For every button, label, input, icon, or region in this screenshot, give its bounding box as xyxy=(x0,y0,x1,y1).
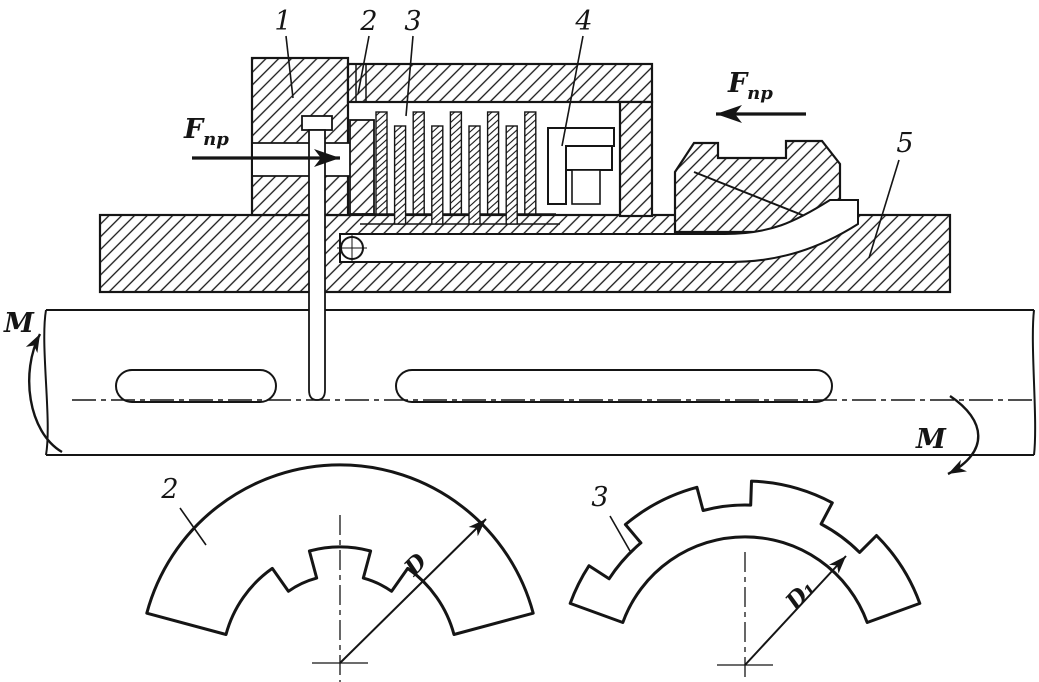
callout-2: 2 xyxy=(357,6,378,95)
shaft-left-break xyxy=(43,309,49,456)
callout-3-label: 3 xyxy=(404,6,421,37)
cover-wall xyxy=(618,100,654,218)
pin-detail-crosshair xyxy=(337,233,367,263)
force-right-label: Fпр xyxy=(727,68,773,104)
hub-body xyxy=(250,56,350,217)
pressure-assembly xyxy=(547,127,615,205)
callout-1: 1 xyxy=(274,6,294,99)
callout-1-label: 1 xyxy=(274,6,291,37)
cone-disc-body xyxy=(673,139,842,234)
callout-5: 5 xyxy=(868,128,914,259)
force-left-label: Fпр xyxy=(183,114,229,150)
callout-4-leader xyxy=(561,35,584,147)
shaft xyxy=(43,309,1037,456)
diameter-arrow-d1 xyxy=(744,555,847,666)
diameter-d1-label: D₁ xyxy=(780,575,821,616)
cover-plate xyxy=(346,62,654,104)
hub-bore-lines xyxy=(252,142,363,177)
friction-disc-plate xyxy=(449,111,463,215)
friction-disc-plate xyxy=(505,125,518,225)
callout-3-leader xyxy=(405,35,414,117)
disc3-ring-segment xyxy=(568,479,922,624)
keyway-slot-left xyxy=(115,369,277,403)
force-arrow-right: Fпр xyxy=(716,68,806,123)
diameter-arrow-d xyxy=(339,518,487,664)
force-right-main: F xyxy=(727,68,749,99)
friction-disc-plate xyxy=(524,111,537,215)
callout-3: 3 xyxy=(404,6,422,117)
force-left-main: F xyxy=(183,114,205,145)
callout-2-label: 2 xyxy=(359,6,377,37)
callout-5-label: 5 xyxy=(896,128,913,159)
force-arrow-left: Fпр xyxy=(183,114,340,167)
friction-disc-plate xyxy=(431,125,444,225)
moment-arrow-left: M xyxy=(3,308,63,454)
friction-disc-plate xyxy=(412,111,425,215)
friction-disc-plate xyxy=(393,125,407,225)
disc3-section-view: D₁ 3 xyxy=(568,479,922,682)
moment-left-arc xyxy=(25,333,63,454)
moment-left-label: M xyxy=(3,308,35,339)
moment-right-label: M xyxy=(915,424,947,455)
pin-head xyxy=(301,115,333,131)
disc2-ring-segment xyxy=(145,463,535,636)
cover xyxy=(346,62,654,218)
disc2-leader xyxy=(179,507,207,546)
disc-carrier-attachment xyxy=(355,64,367,102)
thrust-block xyxy=(571,169,601,205)
callout-2-leader xyxy=(357,35,370,95)
pin-body xyxy=(308,129,326,401)
adjusting-screw xyxy=(565,145,613,171)
keyway-slot-right xyxy=(395,369,833,403)
force-right-sub: пр xyxy=(747,83,773,104)
release-sleeve xyxy=(337,199,859,263)
disc-pack xyxy=(360,111,560,225)
friction-disc-plate xyxy=(375,111,388,215)
callout-5-leader xyxy=(868,159,900,259)
disc3-leader xyxy=(609,515,631,552)
shaft-right-break xyxy=(1031,309,1037,456)
disc2-section-view: D 2 xyxy=(145,463,535,682)
disc3-label: 3 xyxy=(591,482,608,513)
callout-1-leader xyxy=(285,35,294,99)
force-left-sub: пр xyxy=(203,129,229,150)
pressure-flange xyxy=(349,119,375,215)
friction-disc-plate xyxy=(486,111,500,215)
callout-4: 4 xyxy=(561,6,593,147)
release-sleeve-body xyxy=(339,199,859,263)
moment-right-arc xyxy=(947,395,980,476)
callout-4-label: 4 xyxy=(574,6,592,37)
disc2-label: 2 xyxy=(160,474,178,505)
friction-disc-plate xyxy=(468,125,481,225)
moment-arrow-right: M xyxy=(915,395,980,476)
